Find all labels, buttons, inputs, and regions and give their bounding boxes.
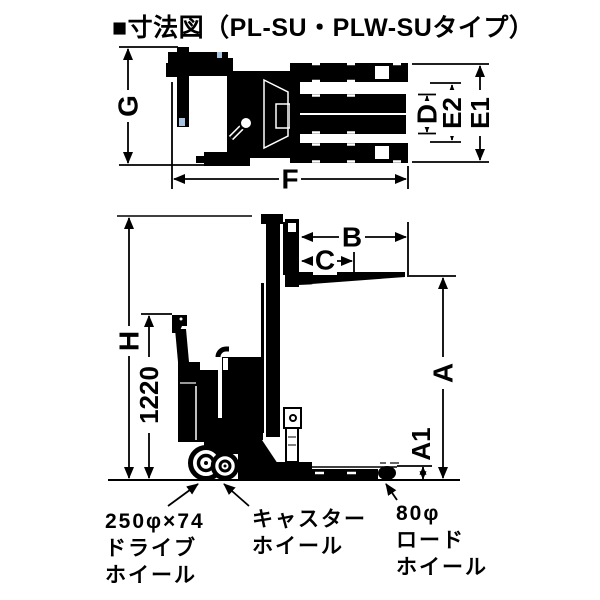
plan-straddle-leg-top — [298, 63, 408, 82]
drive-wheel-leader — [167, 483, 199, 507]
top-view: G D E2 — [113, 46, 495, 195]
wheel-leader-arrows — [167, 483, 398, 507]
load-wheel-label-line3: ホイール — [396, 556, 488, 579]
dim-f-label: F — [279, 164, 301, 195]
caster-wheel-label: キャスター ホイール — [252, 506, 367, 560]
dim-e1-label: E1 — [465, 90, 495, 136]
dim-a1-label: A1 — [406, 423, 436, 465]
dim-b-label: B — [339, 222, 365, 253]
side-view: B C H — [108, 214, 460, 507]
caster-wheel-leader — [223, 483, 250, 507]
plan-tiller-knob — [166, 63, 180, 77]
caster-wheel-label-line2: ホイール — [252, 535, 344, 558]
dim-a-label: A — [428, 357, 459, 389]
svg-text:H: H — [114, 331, 145, 351]
plan-straddle-leg-bottom — [298, 143, 408, 163]
drive-wheel-label-line1: 250φ×74 — [105, 510, 205, 533]
dimension-a1 — [397, 465, 432, 480]
drive-wheel-label-line3: ホイール — [105, 564, 197, 587]
svg-text:E2: E2 — [437, 97, 467, 129]
caster-wheel-label-line1: キャスター — [252, 508, 367, 531]
dim-g-label: G — [113, 90, 144, 122]
side-view-machine — [108, 214, 460, 481]
dim-e2-label: E2 — [437, 90, 467, 136]
dim-1220-label: 1220 — [134, 357, 164, 433]
tiller-arm — [175, 329, 189, 362]
load-wheel-label: 80φ ロード ホイール — [396, 500, 488, 581]
plan-fork-top — [298, 94, 406, 113]
mast — [266, 217, 280, 437]
dim-c-label: C — [313, 245, 337, 276]
load-wheel-leader — [385, 483, 398, 501]
load-wheel-label-line2: ロード — [396, 529, 465, 552]
svg-text:A: A — [428, 363, 459, 383]
plan-adjustment-ticks — [312, 62, 401, 163]
svg-text:A1: A1 — [406, 427, 436, 460]
fork-blade — [298, 272, 405, 285]
dim-d-label: D — [412, 101, 443, 127]
svg-text:C: C — [315, 245, 335, 276]
svg-text:G: G — [113, 95, 144, 117]
tiller-knob — [172, 315, 187, 333]
svg-text:1220: 1220 — [134, 366, 164, 424]
drive-wheel-label: 250φ×74 ドライブ ホイール — [105, 508, 205, 589]
fork-carriage — [285, 219, 299, 287]
caster-wheel — [210, 451, 240, 481]
svg-text:B: B — [342, 222, 362, 253]
plan-key-switch — [239, 116, 253, 130]
svg-text:F: F — [281, 164, 298, 195]
load-wheel-label-line1: 80φ — [396, 502, 441, 525]
top-view-machine — [166, 47, 408, 166]
plan-chassis — [227, 71, 295, 158]
svg-text:D: D — [412, 104, 443, 124]
chassis-base — [238, 462, 312, 479]
dim-h-label: H — [114, 326, 145, 356]
plan-fork-bottom — [298, 115, 406, 134]
hose-hook — [215, 346, 229, 358]
page-title: ■寸法図（PL-SU・PLW-SUタイプ） — [112, 14, 535, 42]
plan-crossbar — [290, 63, 300, 163]
drive-wheel-label-line2: ドライブ — [105, 537, 197, 560]
load-wheel — [378, 466, 396, 480]
svg-text:E1: E1 — [465, 97, 495, 129]
side-straddle-leg — [300, 469, 378, 480]
